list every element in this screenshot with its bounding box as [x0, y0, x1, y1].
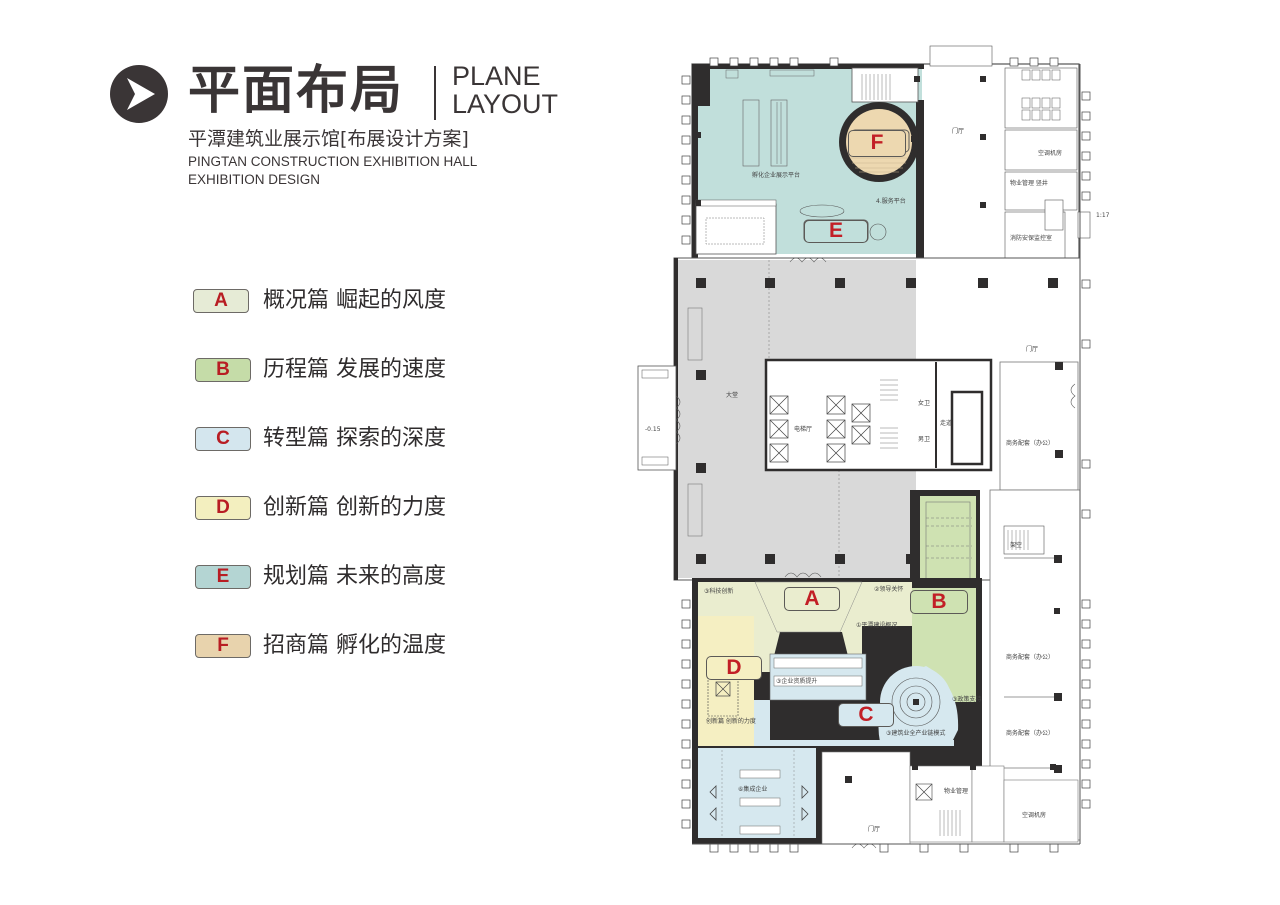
label-female-wc: 女卫	[918, 400, 931, 407]
arrow-right-circle-icon	[110, 65, 168, 123]
label-incubation-platform: 孵化企业展示平台	[752, 172, 801, 179]
label-corridor: 走道	[940, 420, 953, 427]
legend-label-c: 转型篇 探索的深度	[263, 426, 446, 451]
zone-badge-e: E	[804, 220, 868, 243]
legend-item-f: F 招商篇 孵化的温度	[190, 625, 510, 658]
label-fire-control: 消防安保监控室	[1010, 235, 1053, 242]
legend-item-e: E 规划篇 未来的高度	[190, 556, 510, 589]
page-title-en-line1: PLANE	[452, 61, 541, 91]
legend-label-f: 招商篇 孵化的温度	[263, 633, 446, 658]
subtitle-en-line1: PINGTAN CONSTRUCTION EXHIBITION HALL	[188, 154, 478, 169]
label-policy-support: ③政策支持	[952, 696, 982, 703]
page-title-en-line2: LAYOUT	[452, 89, 559, 119]
label-tech-innovation: ③科技创新	[704, 588, 734, 595]
subtitle-cn: 平潭建筑业展示馆[布展设计方案]	[188, 128, 469, 150]
legend-item-d: D 创新篇 创新的力度	[190, 487, 510, 520]
label-property-shaft: 物业管理 竖井	[1010, 180, 1048, 187]
page-title-en: PLANE LAYOUT	[452, 62, 558, 118]
label-enterprise-upgrade: ③企业资质提升	[776, 678, 818, 685]
label-lobby: 大堂	[726, 392, 739, 399]
page-title-cn: 平面布局	[188, 61, 405, 121]
legend-label-d: 创新篇 创新的力度	[263, 495, 446, 520]
label-new-model: ③建筑业全产业链模式	[886, 730, 946, 737]
zone-badge-d: D	[706, 656, 762, 680]
subtitle-en: PINGTAN CONSTRUCTION EXHIBITION HALL EXH…	[188, 153, 477, 189]
legend-label-a: 概况篇 崛起的风度	[263, 288, 446, 313]
label-male-wc: 男卫	[918, 436, 931, 443]
zone-badge-f: F	[848, 130, 906, 157]
legend-item-c: C 转型篇 探索的深度	[190, 418, 510, 451]
label-elevation: -0.15	[645, 426, 661, 433]
legend-badge-e: E	[195, 565, 251, 589]
label-foyer-top: 门厅	[952, 128, 965, 135]
zone-badge-a: A	[784, 587, 840, 611]
label-business-office-2: 商务配套（办公）	[1006, 654, 1055, 661]
label-ac-room-top: 空调机房	[1038, 150, 1063, 157]
legend-item-b: B 历程篇 发展的速度	[190, 349, 510, 382]
legend-label-e: 规划篇 未来的高度	[263, 564, 446, 589]
floor-plan: F E A B C D 孵化企业展示平台 4.服务平台 大堂 -0.15 门厅 …	[630, 40, 1109, 855]
label-ac-room-bottom: 空调机房	[1022, 812, 1047, 819]
label-integrated-industry: ⑥集成企业	[738, 786, 768, 793]
label-elevator-hall: 电梯厅	[794, 426, 813, 433]
legend-badge-b: B	[195, 358, 251, 382]
legend-label-b: 历程篇 发展的速度	[263, 357, 446, 382]
zone-badge-b: B	[910, 590, 968, 614]
label-leaders-care: ②领导关怀	[874, 586, 904, 593]
label-void: 架空	[1010, 542, 1023, 549]
label-foyer-bottom: 门厅	[868, 826, 881, 833]
label-business-office-3: 商务配套（办公）	[1006, 730, 1055, 737]
label-overview: ①平潭建设概况	[856, 622, 898, 629]
label-foyer-right: 门厅	[1026, 346, 1039, 353]
label-stair-ref: 1:17	[1096, 212, 1110, 219]
page-header: 平面布局 PLANE LAYOUT 平潭建筑业展示馆[布展设计方案] PINGT…	[0, 0, 620, 200]
title-divider	[434, 66, 436, 120]
label-business-office-1: 商务配套（办公）	[1006, 440, 1055, 447]
legend-badge-a: A	[193, 289, 249, 313]
subtitle-en-line2: EXHIBITION DESIGN	[188, 172, 321, 187]
legend-badge-d: D	[195, 496, 251, 520]
label-property-mgmt: 物业管理	[944, 788, 969, 795]
legend-badge-c: C	[195, 427, 251, 451]
legend-item-a: A 概况篇 崛起的风度	[190, 280, 510, 313]
label-innovation-strength: 创新篇 创新的力度	[706, 718, 756, 725]
label-service-platform: 4.服务平台	[876, 198, 906, 205]
zone-badge-c: C	[838, 703, 894, 727]
legend-badge-f: F	[195, 634, 251, 658]
